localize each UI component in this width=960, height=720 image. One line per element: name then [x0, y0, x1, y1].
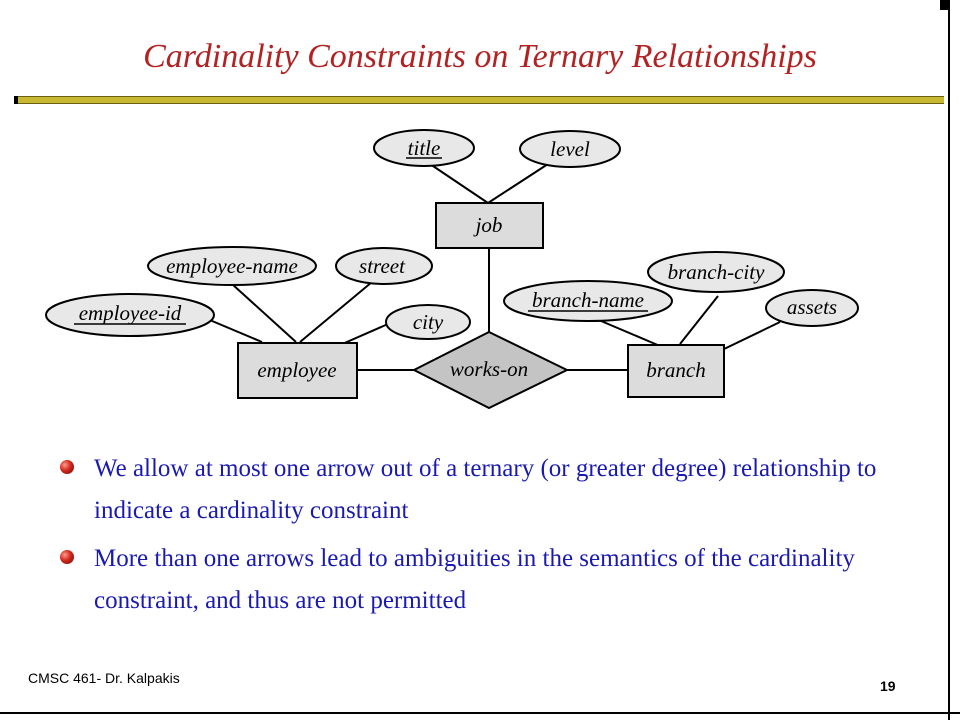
bullet-dot-icon — [60, 550, 74, 564]
footer-author: CMSC 461- Dr. Kalpakis — [28, 670, 180, 686]
line-street-employee — [299, 281, 373, 343]
er-diagram: title level employee-name street employe… — [45, 129, 859, 410]
attribute-city-label: city — [413, 310, 444, 334]
attribute-city: city — [385, 304, 471, 340]
attribute-street: street — [335, 247, 433, 285]
attribute-level-label: level — [550, 137, 590, 161]
page-number: 19 — [880, 678, 896, 694]
line-branchname-branch — [593, 317, 661, 347]
line-level-job — [487, 163, 549, 204]
frame-corner — [940, 0, 950, 10]
attribute-street-label: street — [359, 254, 406, 278]
entity-branch: branch — [627, 344, 725, 398]
attribute-title: title — [373, 129, 475, 167]
bullet-item: More than one arrows lead to ambiguities… — [60, 538, 920, 622]
attribute-assets: assets — [765, 289, 859, 327]
attribute-branch-city: branch-city — [647, 251, 785, 293]
bullet-list: We allow at most one arrow out of a tern… — [60, 448, 920, 628]
line-employeename-employee — [231, 283, 297, 343]
title-rule-cap — [14, 96, 18, 104]
attribute-employee-id: employee-id — [45, 293, 215, 337]
connector-lines — [204, 163, 781, 371]
line-assets-branch — [721, 321, 781, 351]
entity-job: job — [435, 202, 544, 249]
attribute-employee-name-label: employee-name — [166, 254, 298, 278]
line-title-job — [429, 163, 489, 204]
attribute-branch-name: branch-name — [503, 280, 673, 322]
attribute-title-label: title — [408, 136, 441, 160]
line-branchcity-branch — [679, 295, 719, 345]
bullet-text: We allow at most one arrow out of a tern… — [94, 455, 877, 524]
entity-employee: employee — [237, 342, 358, 399]
line-employeeid-employee — [204, 317, 263, 343]
bullet-dot-icon — [60, 460, 74, 474]
entity-employee-label: employee — [257, 358, 336, 382]
bullet-item: We allow at most one arrow out of a tern… — [60, 448, 920, 532]
bullet-text: More than one arrows lead to ambiguities… — [94, 545, 855, 614]
frame-bottom-border — [0, 712, 960, 714]
relationship-works-on: works-on — [411, 330, 570, 410]
attribute-employee-name: employee-name — [147, 246, 317, 286]
relationship-works-on-label: works-on — [450, 357, 528, 381]
attribute-branch-name-label: branch-name — [532, 288, 644, 312]
attribute-assets-label: assets — [787, 295, 837, 319]
slide-title: Cardinality Constraints on Ternary Relat… — [143, 38, 817, 75]
line-city-employee — [339, 323, 389, 346]
attribute-employee-id-label: employee-id — [79, 301, 182, 325]
attribute-branch-city-label: branch-city — [668, 260, 765, 284]
frame-right-border — [948, 0, 950, 720]
entity-branch-label: branch — [646, 358, 706, 382]
title-rule — [18, 96, 944, 104]
attribute-level: level — [519, 130, 621, 168]
entity-job-label: job — [473, 213, 503, 237]
